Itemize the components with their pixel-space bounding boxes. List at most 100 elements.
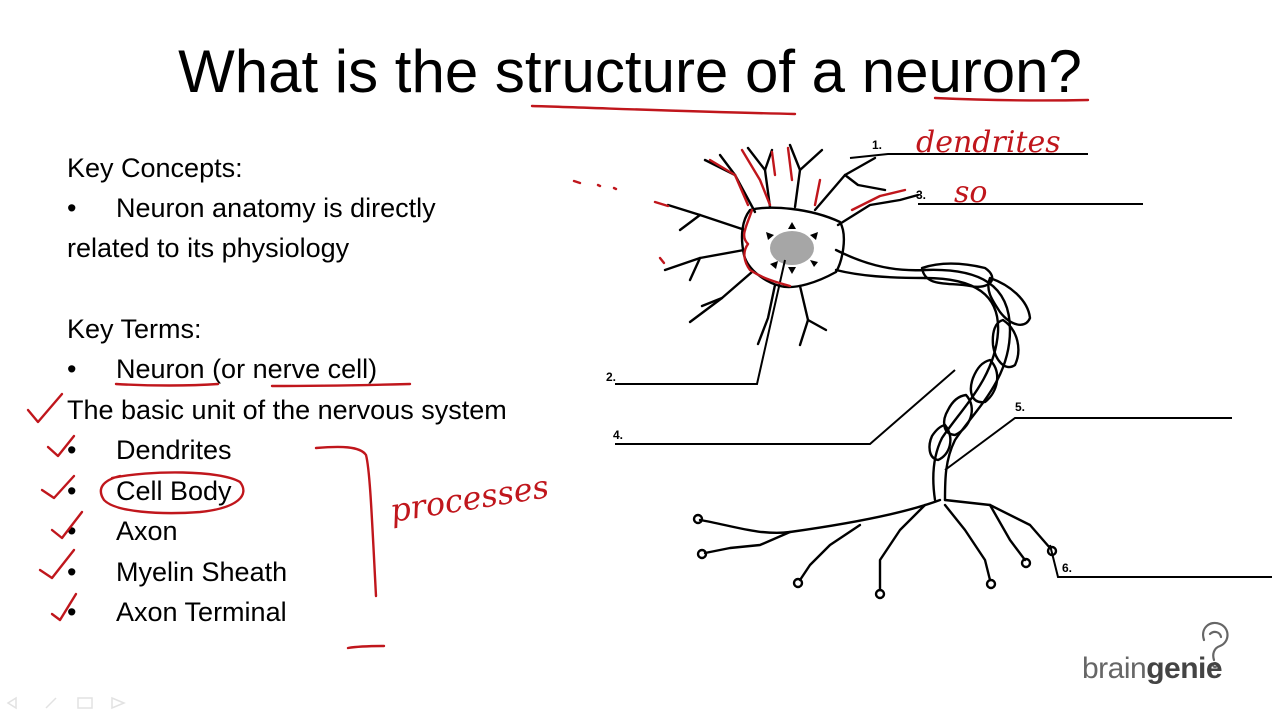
braingenie-logo: braingenie — [1082, 652, 1223, 686]
dendrite-highlight — [850, 188, 907, 212]
terminal-knob — [1020, 557, 1032, 569]
stray-mark — [612, 186, 618, 191]
logo-genie: genie — [1146, 652, 1223, 685]
leader-line-2 — [615, 259, 786, 385]
menu-icon[interactable] — [77, 697, 93, 709]
axon-terminal — [943, 503, 992, 582]
dendrite-highlight — [658, 256, 666, 265]
dendrite-branch — [836, 193, 920, 227]
term-or: (or — [204, 354, 253, 384]
axon-terminal — [988, 503, 1027, 562]
back-arrow-icon[interactable] — [6, 696, 17, 710]
diagram-label-4: 4. — [613, 428, 623, 442]
dendrite-branch — [700, 296, 724, 308]
forward-arrow-icon[interactable] — [111, 696, 126, 710]
term-cell-body: Cell Body — [116, 476, 232, 506]
dendrite-highlight — [770, 150, 777, 177]
axon — [923, 268, 1012, 502]
dendrite-branch — [688, 256, 702, 282]
annotation-dendrites: dendrites — [916, 125, 1061, 160]
dendrite-highlight — [740, 148, 772, 207]
bullet-marker: • — [67, 476, 77, 506]
term-neuron-line: Neuron (or nerve cell) — [116, 353, 377, 385]
checkmark — [46, 434, 76, 458]
bullet-marker: • — [67, 557, 77, 587]
myelin-sheath — [920, 262, 994, 288]
nucleus — [770, 231, 814, 265]
bullet-marker: • — [67, 597, 77, 627]
axon-hillock — [834, 268, 927, 280]
diagram-label-6: 6. — [1062, 561, 1072, 575]
axon-terminal — [878, 503, 927, 592]
leader-line-6 — [1049, 544, 1272, 578]
term-axon-terminal: Axon Terminal — [116, 597, 287, 627]
bracket — [314, 445, 378, 598]
term-nerve-cell: nerve cell — [252, 354, 369, 384]
underline-neuron — [933, 96, 1090, 102]
terminal-knob — [985, 578, 997, 590]
logo-brain: brain — [1082, 652, 1147, 685]
underline-structure — [530, 104, 797, 116]
axon-terminal — [698, 498, 942, 534]
diagram-label-1: 1. — [872, 138, 882, 152]
soma-highlight — [742, 208, 792, 288]
terminal-knob — [692, 513, 704, 525]
axon-hillock — [834, 248, 927, 272]
bullet-marker: • — [67, 435, 77, 465]
dendrite-highlight — [813, 178, 822, 207]
checkmark — [26, 392, 64, 424]
axon — [923, 276, 1000, 502]
dendrite-highlight — [708, 158, 750, 207]
dendrite-branch — [763, 148, 774, 172]
terminal-knob — [792, 577, 804, 589]
bullet-marker: • — [67, 354, 77, 384]
checkmark — [40, 474, 76, 500]
dendrite-branch — [756, 283, 777, 346]
dendrite-branch — [798, 148, 824, 172]
leader-line-5 — [944, 417, 1232, 471]
pen-icon[interactable] — [45, 697, 57, 709]
annotation-soma: so — [954, 175, 987, 210]
checkmark — [50, 592, 78, 622]
concept-line-2: related to its physiology — [67, 233, 350, 263]
leader-line-1 — [849, 153, 1088, 159]
concept-line-1: Neuron anatomy is directly — [116, 193, 436, 223]
slide-title: What is the structure of a neuron? — [178, 38, 1082, 105]
dendrite-highlight — [786, 146, 794, 182]
key-terms-heading: Key Terms: — [67, 314, 202, 344]
axon-terminal — [943, 498, 1052, 550]
circle-cell-body — [99, 471, 245, 515]
axon-terminal — [798, 523, 862, 582]
bullet-marker: • — [67, 516, 77, 546]
dendrite-branch — [806, 318, 828, 332]
terminal-knob — [696, 548, 708, 560]
term-axon: Axon — [116, 516, 178, 546]
checkmark — [38, 548, 76, 580]
myelin-sheath — [928, 423, 952, 462]
diagram-label-2: 2. — [606, 370, 616, 384]
axon-terminal — [703, 530, 792, 555]
underline-term-nerve-cell — [270, 382, 412, 388]
bracket-end — [346, 644, 386, 650]
term-neuron: Neuron — [116, 354, 205, 384]
term-close: ) — [368, 354, 378, 384]
bullet-marker: • — [67, 193, 77, 223]
key-concepts-heading: Key Concepts: — [67, 153, 243, 183]
underline-term-neuron — [114, 382, 220, 387]
diagram-label-3: 3. — [916, 188, 926, 202]
soma-arrows — [766, 222, 818, 274]
myelin-sheath — [991, 318, 1020, 369]
dendrite-highlight — [653, 200, 670, 208]
diagram-label-5: 5. — [1015, 400, 1025, 414]
myelin-sheath — [987, 276, 1032, 326]
myelin-sheath — [969, 358, 999, 404]
definition-text: The basic unit of the nervous system — [67, 395, 507, 425]
dendrite-branch — [678, 213, 702, 232]
stray-mark — [572, 179, 582, 185]
term-myelin-sheath: Myelin Sheath — [116, 557, 288, 587]
term-dendrites: Dendrites — [116, 435, 232, 465]
